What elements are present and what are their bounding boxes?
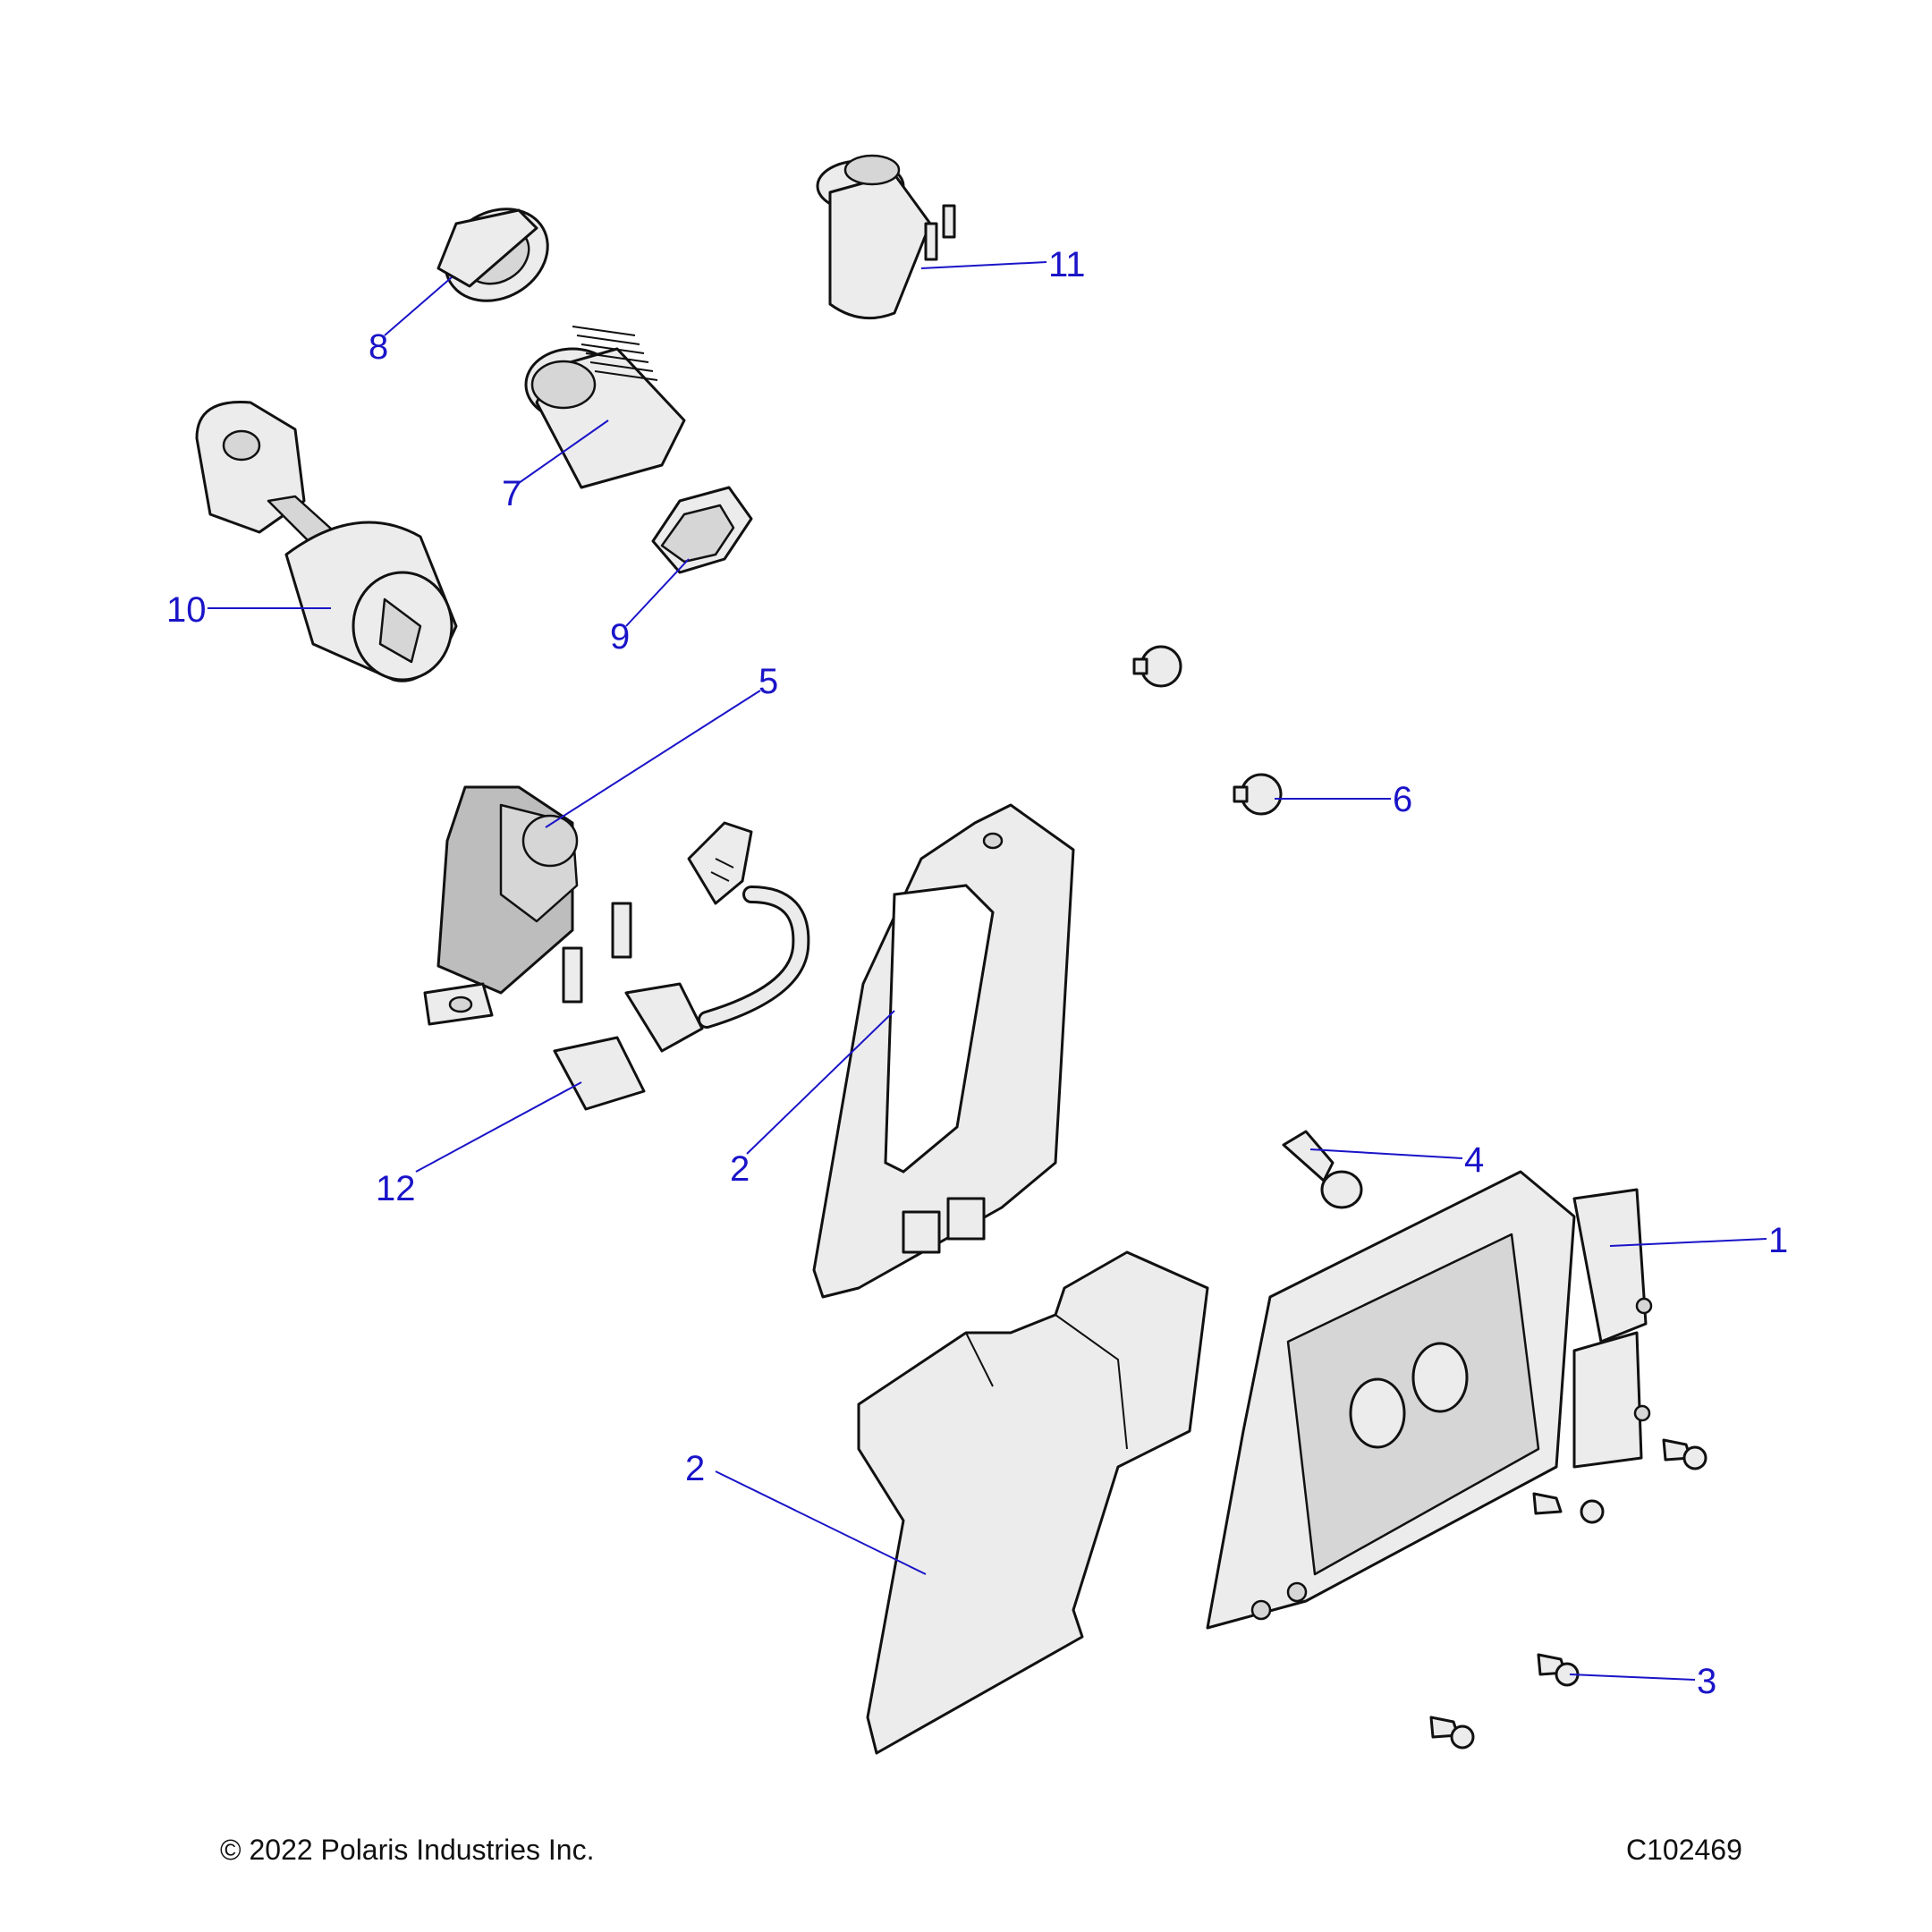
part-11-socket — [816, 154, 956, 320]
part-6-screws — [1132, 645, 1283, 816]
leader-5 — [545, 690, 761, 828]
leader-2-lower — [715, 1470, 927, 1575]
part-2-bracket — [812, 803, 1075, 1299]
callout-10: 10 — [166, 590, 207, 630]
leader-lines — [208, 261, 1767, 1681]
leader-8 — [384, 276, 453, 336]
callout-2-lower: 2 — [685, 1449, 705, 1488]
callout-9: 9 — [610, 617, 630, 657]
callout-4: 4 — [1464, 1140, 1484, 1180]
part-5-relay — [423, 785, 632, 1026]
callout-numbers: 1 2 2 3 4 5 6 7 8 9 10 11 12 — [166, 245, 1788, 1701]
part-4-push-clip — [1282, 1130, 1363, 1209]
callout-5: 5 — [758, 662, 778, 701]
callout-6: 6 — [1393, 780, 1412, 819]
leader-2-upper — [746, 1010, 895, 1155]
part-3-bolts — [1429, 1438, 1707, 1750]
part-9-hex-nut — [651, 486, 753, 574]
leader-12 — [415, 1081, 582, 1173]
copyright-notice: © 2022 Polaris Industries Inc. — [220, 1834, 595, 1866]
leader-11 — [920, 261, 1047, 269]
part-1-ecu — [1206, 1170, 1653, 1630]
part-7-threaded-body — [524, 326, 686, 489]
callout-2-upper: 2 — [730, 1149, 750, 1189]
leader-9 — [625, 558, 690, 627]
callout-1: 1 — [1768, 1221, 1788, 1260]
figure-id: C102469 — [1626, 1834, 1742, 1866]
callout-3: 3 — [1697, 1662, 1716, 1701]
leader-1 — [1609, 1238, 1767, 1247]
leader-7 — [518, 419, 609, 484]
leader-4 — [1309, 1148, 1463, 1159]
part-10-switch — [195, 401, 458, 682]
part-12-harness — [553, 821, 810, 1111]
callout-7: 7 — [502, 474, 521, 513]
callout-11: 11 — [1048, 245, 1086, 284]
part-8-nut — [436, 208, 549, 302]
callout-8: 8 — [369, 327, 388, 367]
callout-12: 12 — [376, 1169, 416, 1208]
part-2-cover — [857, 1250, 1209, 1755]
leader-3 — [1569, 1674, 1696, 1681]
